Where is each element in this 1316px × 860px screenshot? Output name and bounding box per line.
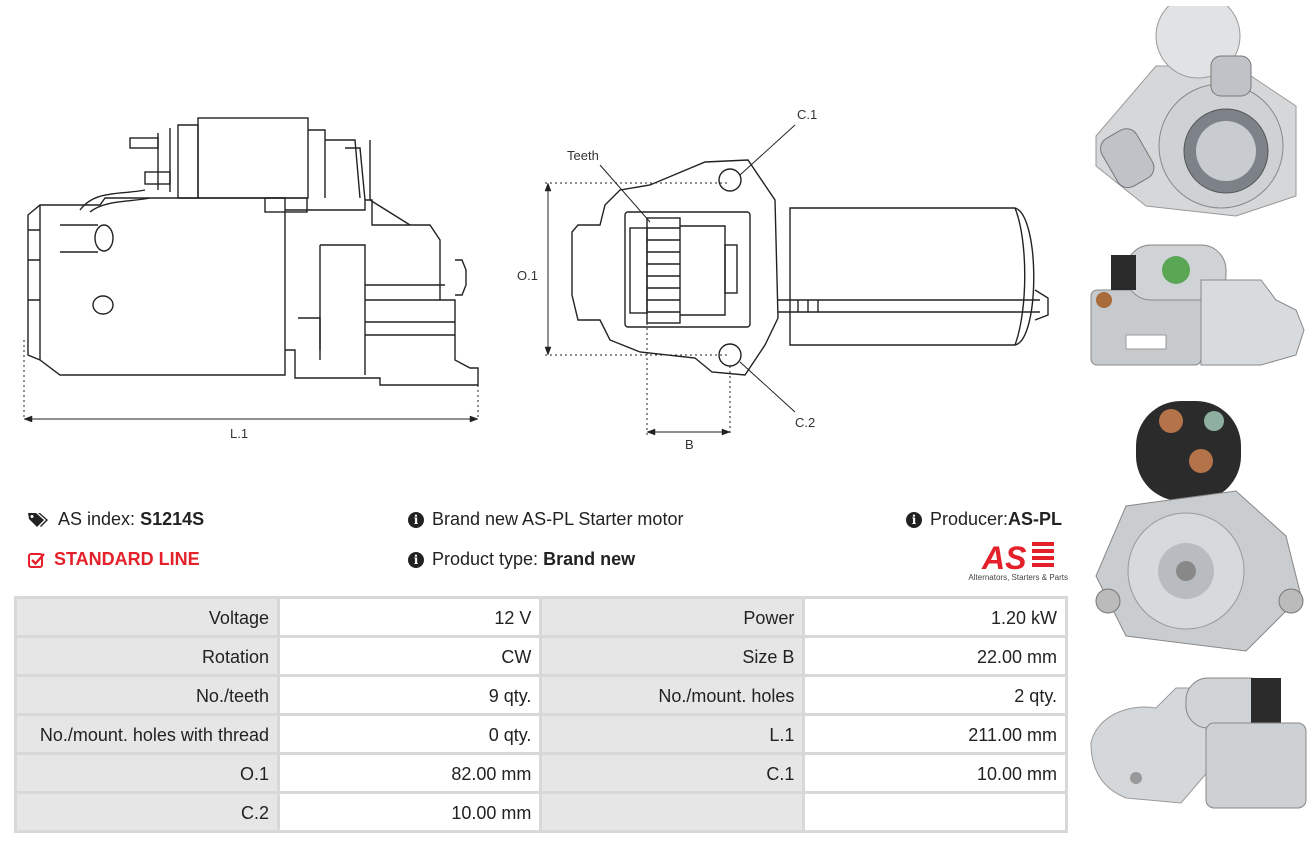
product-photo-rear (1086, 396, 1310, 656)
side-view-hole (92, 295, 114, 315)
product-photo-side (1086, 240, 1310, 380)
spec-key: Voltage (17, 599, 277, 635)
info-icon: i (408, 551, 424, 568)
c2-label: C.2 (795, 415, 815, 430)
product-photo-front (1086, 6, 1310, 221)
drive-housing (285, 199, 479, 386)
spec-value: 211.00 mm (805, 716, 1065, 752)
mounting-hole-c2 (718, 343, 742, 367)
info-icon: i (408, 511, 424, 528)
spec-key: Rotation (17, 638, 277, 674)
motor-body (789, 207, 1035, 346)
spec-key (542, 794, 803, 830)
mounting-hole-c1 (718, 168, 742, 192)
side-view-body (27, 197, 286, 376)
spec-value: 82.00 mm (279, 755, 540, 791)
product-type-row: i Product type: Brand new (408, 549, 635, 570)
c1-label: C.1 (797, 107, 817, 122)
starter-drawing-svg: L.1 O.1 B Teeth C.1 C.2 (23, 107, 1049, 452)
info-icon: i (906, 511, 922, 528)
spec-value (805, 794, 1065, 830)
dim-l1-label: L.1 (230, 426, 248, 441)
product-photo-angle (1086, 668, 1310, 818)
dim-o1-label: O.1 (517, 268, 538, 283)
description-text: Brand new AS-PL Starter motor (432, 509, 684, 529)
technical-drawing: L.1 O.1 B Teeth C.1 C.2 (0, 0, 1080, 470)
logo-text: AS (981, 540, 1027, 574)
spec-key: No./mount. holes with thread (17, 716, 277, 752)
logo-tagline: Alternators, Starters & Parts (968, 573, 1068, 582)
teeth-label: Teeth (567, 148, 599, 163)
spec-key: Size B (542, 638, 803, 674)
product-type-value: Brand new (543, 549, 636, 569)
as-index-value: S1214S (140, 509, 205, 529)
spec-value: CW (279, 638, 540, 674)
checkbox-icon (28, 552, 45, 568)
spec-value: 10.00 mm (279, 794, 540, 830)
spec-key: Power (542, 599, 803, 635)
spec-value: 12 V (279, 599, 540, 635)
spec-value: 0 qty. (279, 716, 540, 752)
spec-key: C.2 (17, 794, 277, 830)
product-type-label: Product type: (432, 549, 539, 569)
spec-key: No./mount. holes (542, 677, 803, 713)
spec-key: O.1 (17, 755, 277, 791)
spec-value: 2 qty. (805, 677, 1065, 713)
producer-row: i Producer:AS-PL (906, 509, 1062, 530)
as-index-label: AS index: (58, 509, 136, 529)
standard-line-label: STANDARD LINE (54, 549, 200, 569)
standard-line-row: STANDARD LINE (28, 549, 200, 570)
producer-value: AS-PL (1008, 509, 1063, 529)
spec-value: 9 qty. (279, 677, 540, 713)
spec-value: 22.00 mm (805, 638, 1065, 674)
spec-value: 10.00 mm (805, 755, 1065, 791)
tags-icon (28, 512, 48, 527)
solenoid-shape (197, 117, 309, 199)
description-row: i Brand new AS-PL Starter motor (408, 509, 683, 530)
flange-shape (571, 159, 779, 376)
spec-key: C.1 (542, 755, 803, 791)
as-pl-logo: AS Alternators, Starters & Parts (962, 540, 1068, 584)
producer-label: Producer: (930, 509, 1009, 529)
dim-b-label: B (685, 437, 694, 452)
spec-key: No./teeth (17, 677, 277, 713)
as-index-row: AS index: S1214S (28, 509, 204, 530)
as-logo-mark: AS (981, 540, 1054, 576)
spec-key: L.1 (542, 716, 803, 752)
spec-value: 1.20 kW (805, 599, 1065, 635)
